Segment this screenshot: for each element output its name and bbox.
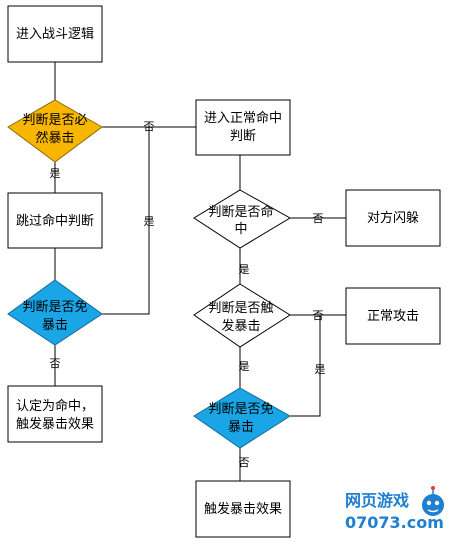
label-no-immune: 否 <box>50 357 61 370</box>
label-no-immune2: 否 <box>239 456 250 469</box>
trigger-crit-text: 触发暴击效果 <box>204 501 282 517</box>
check-hit-text-2: 中 <box>234 222 247 237</box>
edge-labels: 否 是 是 否 否 是 否 是 是 否 <box>50 120 326 469</box>
box-skip-hit: 跳过命中判断 <box>7 192 103 249</box>
normal-attack-text: 正常攻击 <box>367 309 419 324</box>
check-trigger-text-2: 发暴击 <box>221 318 260 334</box>
check-immune2-text-1: 判断是否免 <box>208 402 273 417</box>
label-no-trigger: 否 <box>313 309 324 322</box>
normal-hit-text-2: 判断 <box>230 129 256 144</box>
check-immune-text-2: 暴击 <box>42 318 68 333</box>
watermark-mascot-icon <box>422 486 444 516</box>
connectors <box>54 62 346 481</box>
watermark: 网页游戏 07073.com <box>345 486 444 532</box>
enter-battle-text: 进入战斗逻辑 <box>16 27 94 42</box>
watermark-line1: 网页游戏 <box>345 491 409 510</box>
skip-hit-text: 跳过命中判断 <box>16 213 94 229</box>
treat-hit-text-2: 触发暴击效果 <box>16 416 94 432</box>
check-immune-text-1: 判断是否免 <box>22 300 87 315</box>
diamond-check-crit: 判断是否必 然暴击 <box>7 99 103 163</box>
check-hit-text-1: 判断是否命 <box>208 204 273 220</box>
box-trigger-crit: 触发暴击效果 <box>195 480 291 538</box>
label-yes-immune2: 是 <box>315 363 326 376</box>
dodge-text: 对方闪躲 <box>367 210 419 226</box>
box-normal-attack: 正常攻击 <box>345 287 441 345</box>
box-enter-battle: 进入战斗逻辑 <box>7 5 103 63</box>
check-crit-text-1: 判断是否必 <box>22 113 87 128</box>
box-dodge: 对方闪躲 <box>345 189 441 247</box>
check-crit-text-2: 然暴击 <box>35 130 74 146</box>
watermark-line2: 07073.com <box>345 513 444 532</box>
box-treat-hit: 认定为命中， 触发暴击效果 <box>7 385 103 443</box>
label-yes-immune: 是 <box>144 215 155 228</box>
label-no-hit: 否 <box>313 212 324 225</box>
check-trigger-text-1: 判断是否触 <box>208 301 273 316</box>
box-normal-hit: 进入正常命中 判断 <box>195 99 291 156</box>
label-yes-trigger: 是 <box>239 360 250 373</box>
diamond-check-immune: 判断是否免 暴击 <box>7 279 103 346</box>
treat-hit-text-1: 认定为命中， <box>16 398 94 414</box>
diamond-check-hit: 判断是否命 中 <box>193 189 291 249</box>
label-yes-crit: 是 <box>50 167 61 180</box>
diamond-check-immune-2: 判断是否免 暴击 <box>193 387 291 449</box>
check-immune2-text-2: 暴击 <box>228 420 254 435</box>
label-no-crit: 否 <box>144 120 155 133</box>
label-yes-hit: 是 <box>239 263 250 276</box>
normal-hit-text-1: 进入正常命中 <box>204 110 282 126</box>
diamond-check-trigger: 判断是否触 发暴击 <box>193 283 291 348</box>
